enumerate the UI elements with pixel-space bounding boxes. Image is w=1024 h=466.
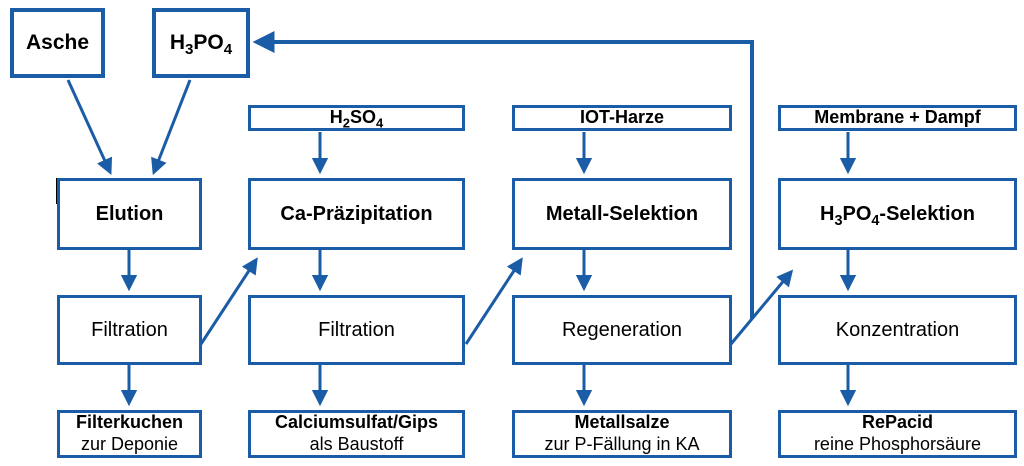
node-metall-selektion-label: Metall-Selektion xyxy=(545,203,699,225)
node-membrane-dampf-label: Membrane + Dampf xyxy=(814,107,981,128)
arrow-asche-to-elution xyxy=(66,79,113,176)
node-elution: Elution xyxy=(57,178,202,250)
node-h2so4: H2SO4 xyxy=(248,105,465,131)
node-filtration-2-label: Filtration xyxy=(318,319,395,341)
node-h3po4: H3PO4 xyxy=(152,8,250,78)
node-regeneration-label: Regeneration xyxy=(561,319,683,341)
node-calciumsulfat-gips-subtitle: als Baustoff xyxy=(309,434,404,454)
node-h3po4-selektion-label: H3PO4-Selektion xyxy=(820,203,975,229)
node-asche-label: Asche xyxy=(25,31,90,55)
node-metallsalze: Metallsalze zur P-Fällung in KA xyxy=(512,410,732,458)
node-konzentration: Konzentration xyxy=(778,295,1017,365)
node-filtration-1: Filtration xyxy=(57,295,202,365)
node-filtration-2: Filtration xyxy=(248,295,465,365)
node-filtration-1-label: Filtration xyxy=(91,319,168,341)
node-filterkuchen-subtitle: zur Deponie xyxy=(80,434,179,454)
node-ca-praezipitation: Ca-Präzipitation xyxy=(248,178,465,250)
node-iot-harze-label: IOT-Harze xyxy=(579,107,665,128)
node-h3po4-selektion: H3PO4-Selektion xyxy=(778,178,1017,250)
node-elution-label: Elution xyxy=(95,203,164,225)
node-filterkuchen: Filterkuchen zur Deponie xyxy=(57,410,202,458)
node-konzentration-label: Konzentration xyxy=(835,319,960,341)
node-h3po4-label: H3PO4 xyxy=(169,31,233,59)
node-calciumsulfat-gips-title: Calciumsulfat/Gips xyxy=(274,412,439,433)
node-metallsalze-title: Metallsalze xyxy=(574,412,670,433)
node-membrane-dampf: Membrane + Dampf xyxy=(778,105,1017,131)
node-ca-praezipitation-label: Ca-Präzipitation xyxy=(280,203,433,225)
node-regeneration: Regeneration xyxy=(512,295,732,365)
node-filterkuchen-title: Filterkuchen xyxy=(75,412,184,433)
node-repacid-subtitle: reine Phosphorsäure xyxy=(813,434,982,454)
node-repacid: RePacid reine Phosphorsäure xyxy=(778,410,1017,458)
node-metallsalze-subtitle: zur P-Fällung in KA xyxy=(544,434,700,454)
arrow-h3po4-to-elution xyxy=(151,79,192,176)
node-metall-selektion: Metall-Selektion xyxy=(512,178,732,250)
node-h2so4-label: H2SO4 xyxy=(329,107,384,131)
node-calciumsulfat-gips: Calciumsulfat/Gips als Baustoff xyxy=(248,410,465,458)
node-iot-harze: IOT-Harze xyxy=(512,105,732,131)
node-asche: Asche xyxy=(10,8,105,78)
node-repacid-title: RePacid xyxy=(861,412,934,433)
